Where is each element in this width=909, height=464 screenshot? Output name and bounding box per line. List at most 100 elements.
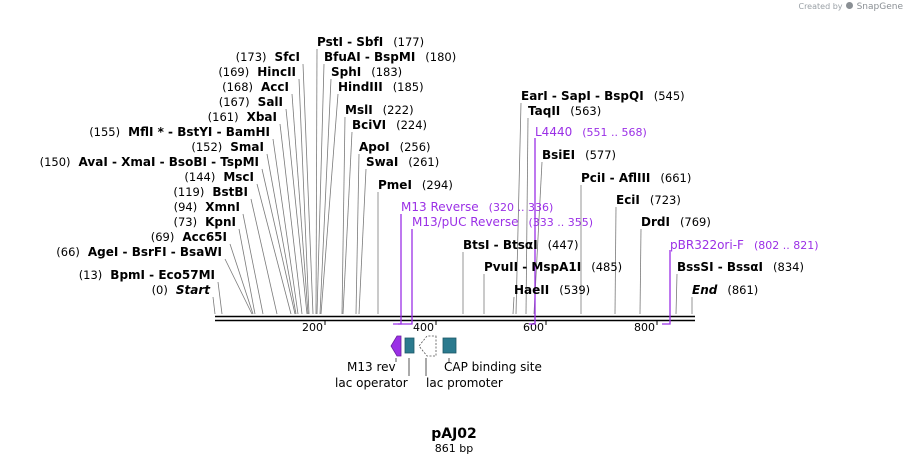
enzyme-site[interactable]: EciI (723) [616, 193, 681, 207]
enzyme-site[interactable]: MflI * - BstYI - BamHI(155) [89, 125, 270, 139]
enzyme-leader-line [525, 117, 529, 315]
enzyme-position: (834) [773, 260, 804, 274]
enzyme-position: (723) [650, 193, 681, 207]
enzyme-position: (69) [151, 230, 175, 244]
plasmid-length: 861 bp [435, 442, 473, 455]
enzyme-site[interactable]: KpnI(73) [173, 215, 236, 229]
enzyme-site[interactable]: AccI(168) [222, 80, 289, 94]
enzyme-site[interactable]: PvuII - MspA1I(485) [484, 260, 622, 274]
lac-promoter-dashed-arrow-icon[interactable] [418, 335, 437, 357]
enzyme-site[interactable]: BciVI(224) [352, 118, 427, 132]
enzyme-site[interactable]: BfuAI - BspMI(180) [324, 50, 456, 64]
enzyme-position: (144) [184, 170, 215, 184]
enzyme-position: (447) [548, 238, 579, 252]
enzyme-position: (169) [218, 65, 249, 79]
primer-range: (333 .. 355) [529, 216, 594, 229]
credit-text: Created by [798, 2, 843, 11]
enzyme-leader-line [217, 281, 223, 315]
snapgene-logo-icon [846, 2, 854, 9]
enzyme-site[interactable]: MslI(222) [345, 103, 414, 117]
enzyme-leader-line [279, 123, 303, 315]
enzyme-leader-line [238, 228, 256, 315]
enzyme-position: (183) [371, 65, 402, 79]
enzyme-leader-line [342, 131, 353, 315]
enzyme-site[interactable]: XbaI(161) [208, 110, 277, 124]
enzyme-name: BtsI - BtsαI [463, 238, 538, 252]
enzyme-leader-line [242, 213, 264, 315]
cap-binding-site-box-icon[interactable] [442, 337, 457, 354]
snapgene-credit: Created by SnapGene [798, 2, 903, 12]
lac-operator-box-icon[interactable] [404, 337, 415, 354]
enzyme-site[interactable]: BpmI - Eco57MI(13) [79, 268, 215, 282]
enzyme-leader-line [224, 258, 253, 315]
enzyme-site[interactable]: MscI(144) [184, 170, 254, 184]
enzyme-name: BssSI - BssαI [677, 260, 763, 274]
enzyme-site[interactable]: Acc65I (69) [151, 230, 227, 244]
enzyme-leader-line [302, 63, 314, 315]
enzyme-position: (769) [680, 215, 711, 229]
m13-rev-arrow-icon[interactable] [390, 335, 402, 357]
enzyme-position: (155) [89, 125, 120, 139]
enzyme-site[interactable]: PmeI(294) [378, 178, 453, 192]
enzyme-site[interactable]: TaqII(563) [528, 104, 601, 118]
enzyme-site[interactable]: SalI(167) [219, 95, 283, 109]
enzyme-labels: PstI - SbfI(177) SfcI(173) BfuAI - BspMI(1… [40, 35, 804, 297]
feature-label-cap-binding-site: CAP binding site [444, 360, 542, 374]
enzyme-position: (150) [40, 155, 71, 169]
enzyme-position: (563) [570, 104, 601, 118]
enzyme-site[interactable]: DrdI(769) [641, 215, 711, 229]
enzyme-site[interactable]: ApoI(256) [359, 140, 431, 154]
axis-tick-label: 600 [523, 321, 544, 334]
enzyme-site[interactable]: AvaI - XmaI - BsoBI - TspMI (150) [40, 155, 259, 169]
enzyme-leader-line [315, 48, 318, 315]
enzyme-leader-line [515, 102, 522, 315]
enzyme-position: (545) [654, 89, 685, 103]
enzyme-site[interactable]: BtsI - BtsαI (447) [463, 238, 579, 252]
enzyme-name: EciI [616, 193, 640, 207]
enzyme-leader-line [250, 198, 278, 315]
primer-label[interactable]: L4440(551 .. 568) [535, 125, 647, 139]
primer-label[interactable]: pBR322ori-F(802 .. 821) [670, 238, 819, 252]
enzyme-site[interactable]: End(861) [692, 283, 758, 297]
enzyme-position: (119) [173, 185, 204, 199]
enzyme-site[interactable]: XmnI(94) [174, 200, 240, 214]
enzyme-site[interactable]: SphI (183) [331, 65, 402, 79]
enzyme-site[interactable]: SfcI(173) [236, 50, 300, 64]
enzyme-leader-line [266, 153, 297, 315]
enzyme-site[interactable]: Start(0) [152, 283, 212, 297]
enzyme-name: SphI [331, 65, 361, 79]
enzyme-name: BpmI - Eco57MI [110, 268, 215, 282]
enzyme-position: (0) [152, 283, 168, 297]
enzyme-leader-line [256, 183, 292, 315]
enzyme-site[interactable]: PstI - SbfI(177) [317, 35, 424, 49]
enzyme-site[interactable]: PciI - AflIII(661) [581, 171, 691, 185]
enzyme-name: ApoI [359, 140, 390, 154]
enzyme-site[interactable]: SwaI(261) [366, 155, 439, 169]
enzyme-site[interactable]: HindIII(185) [338, 80, 424, 94]
enzyme-name: PciI - AflIII [581, 171, 650, 185]
feature-label-m13-rev: M13 rev [347, 360, 396, 374]
enzyme-site[interactable]: AgeI - BsrFI - BsaWI(66) [56, 245, 222, 259]
enzyme-name: AvaI - XmaI - BsoBI - TspMI [79, 155, 259, 169]
enzyme-site[interactable]: EarI - SapI - BspQI(545) [521, 89, 685, 103]
enzyme-site[interactable]: HaeII(539) [514, 283, 590, 297]
enzyme-site[interactable]: BsiEI(577) [542, 148, 616, 162]
enzyme-leader-line [285, 108, 308, 315]
enzyme-position: (94) [174, 200, 198, 214]
enzyme-site[interactable]: BstBI(119) [173, 185, 248, 199]
enzyme-position: (173) [236, 50, 267, 64]
enzyme-position: (73) [173, 215, 197, 229]
enzyme-name: Acc65I [182, 230, 227, 244]
enzyme-leader-line [358, 168, 367, 315]
enzyme-site[interactable]: SmaI(152) [191, 140, 264, 154]
enzyme-position: (539) [559, 283, 590, 297]
enzyme-site[interactable]: BssSI - BssαI (834) [677, 260, 804, 274]
primer-label[interactable]: M13 Reverse(320 .. 336) [401, 200, 553, 214]
primer-label[interactable]: M13/pUC Reverse(333 .. 355) [412, 215, 593, 229]
sequence-backbone [215, 315, 695, 322]
plasmid-name: pAJ02 [431, 426, 477, 442]
enzyme-site[interactable]: HincII(169) [218, 65, 296, 79]
enzyme-name: MslI [345, 103, 373, 117]
primer-range: (320 .. 336) [489, 201, 554, 214]
